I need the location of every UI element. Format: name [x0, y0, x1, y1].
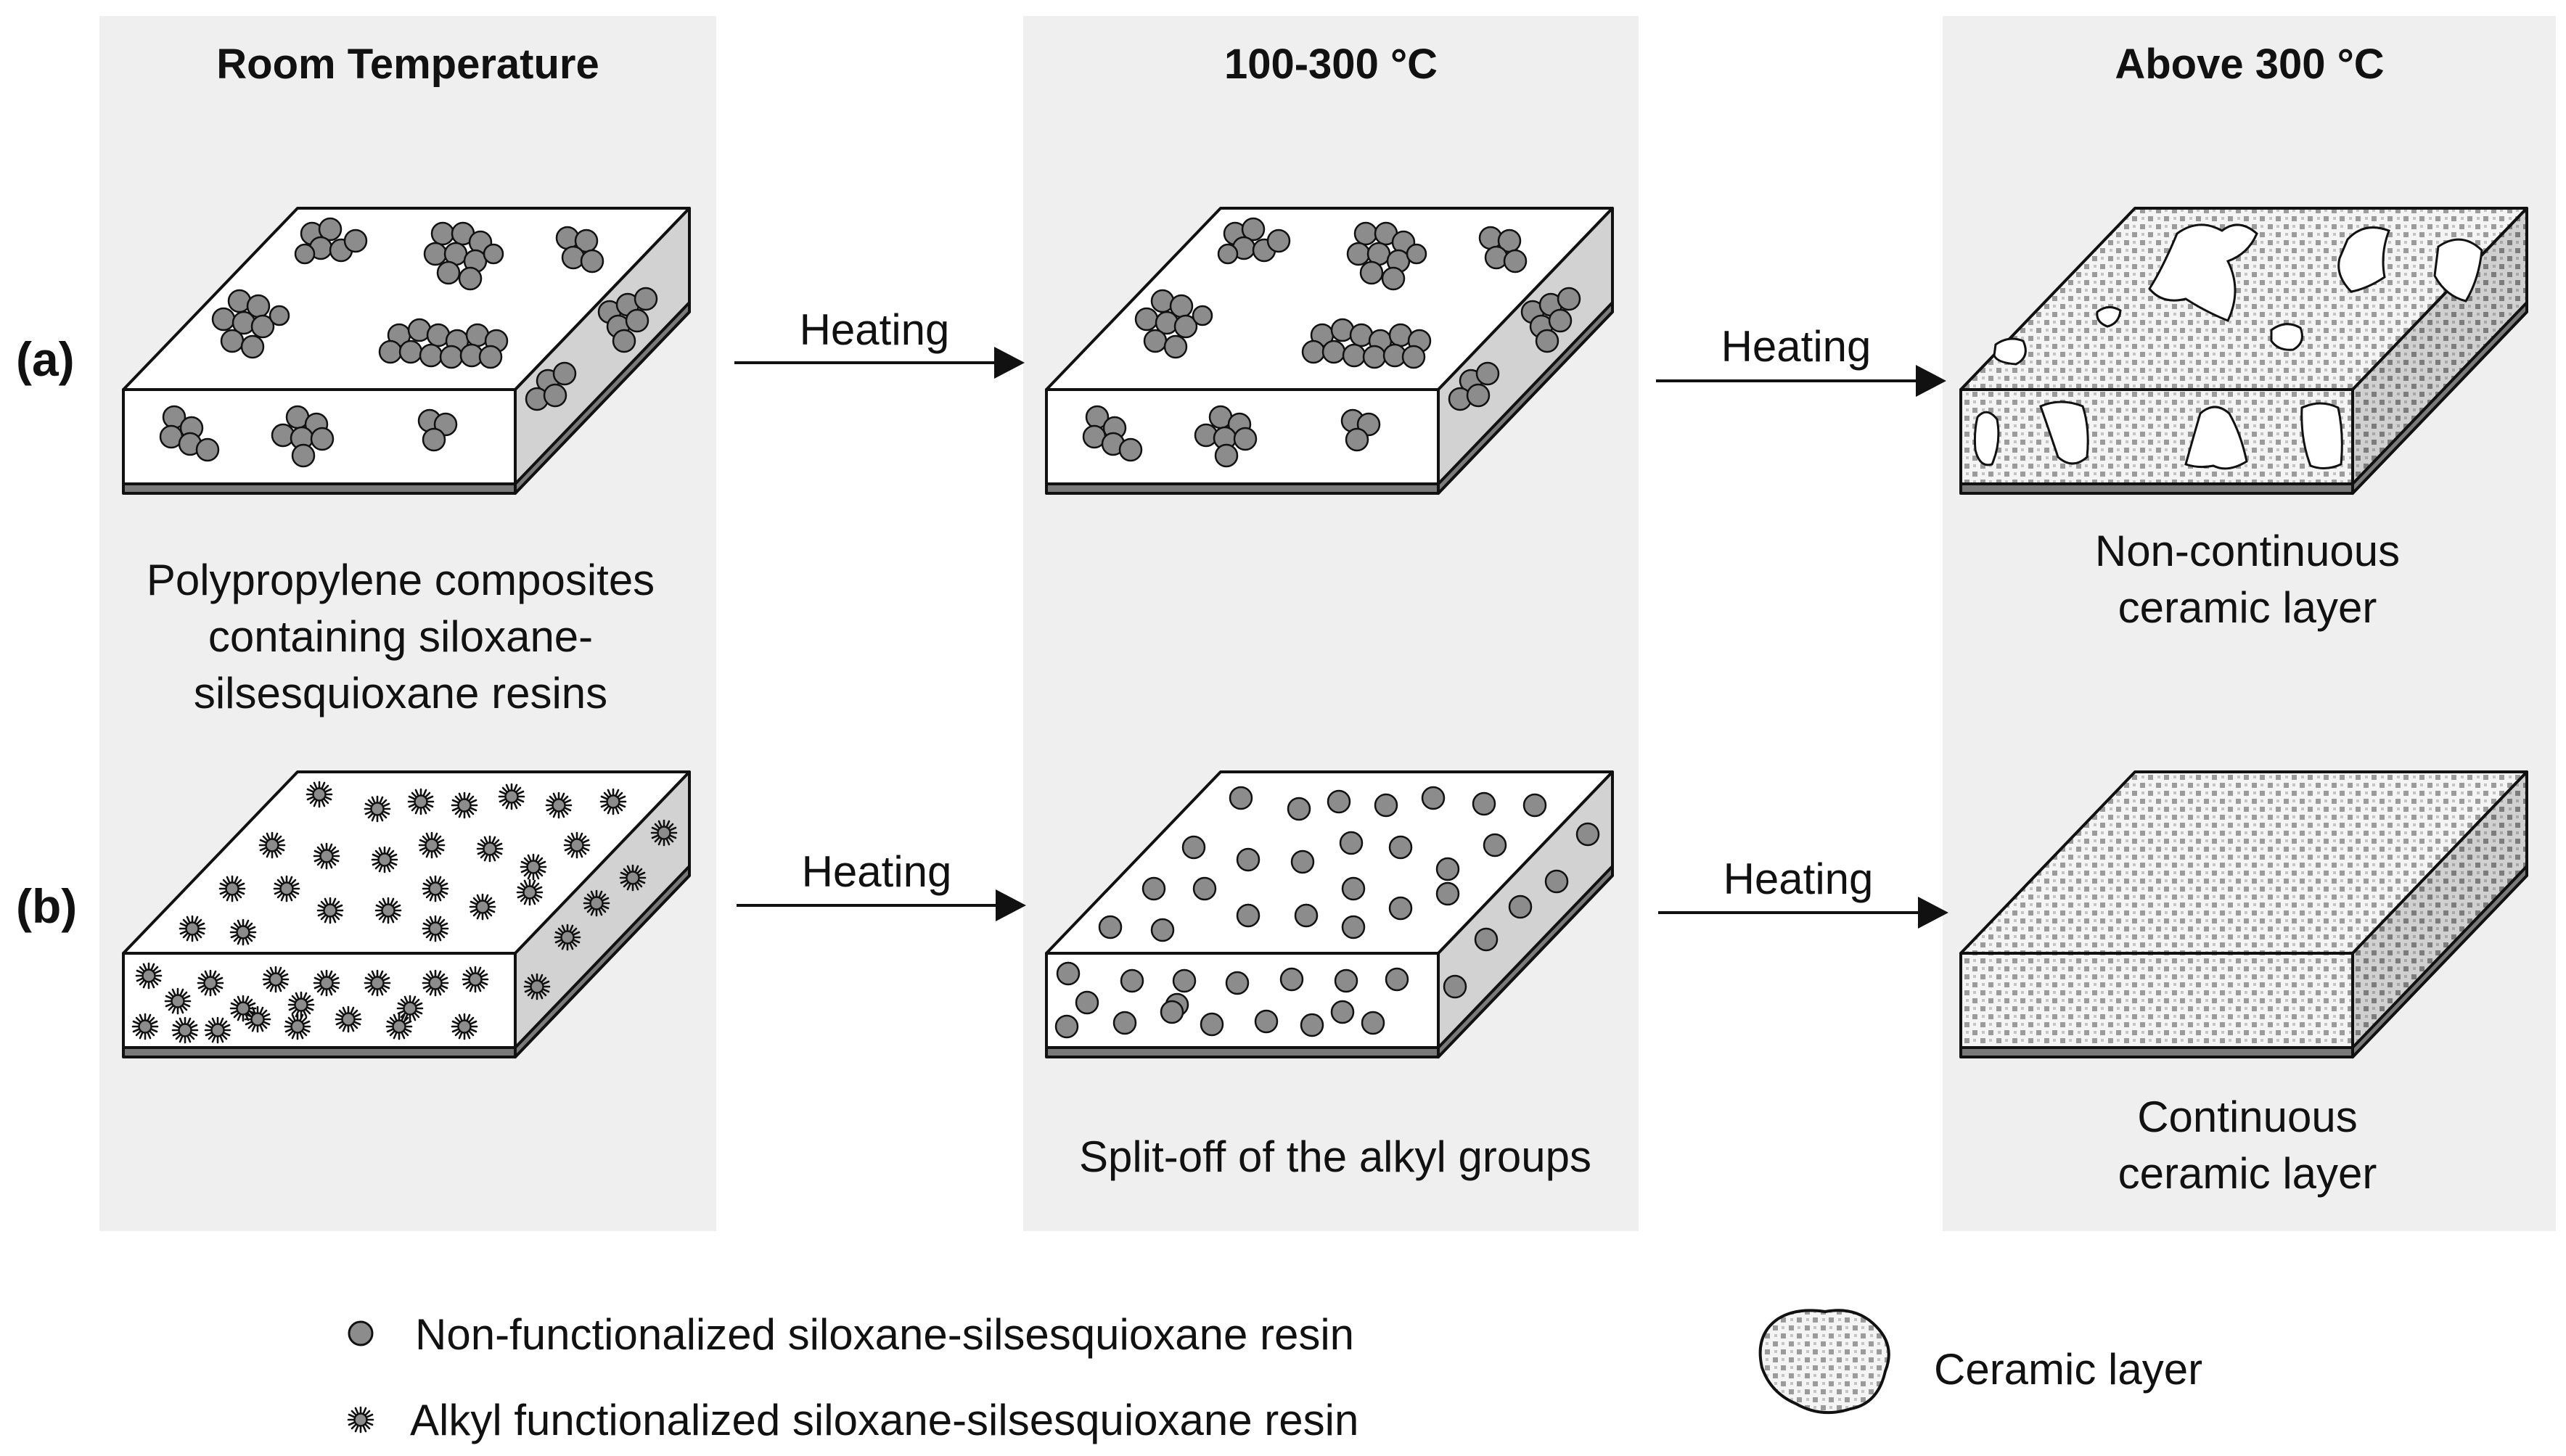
non-functionalized-particles-b: [1054, 786, 1600, 1039]
heating-label-a2: Heating: [1721, 322, 1872, 371]
caption-non-continuous-line1: Non-continuous: [2095, 527, 2400, 575]
non-functionalized-particle-cluster: [378, 318, 509, 369]
column-title-room-temperature: Room Temperature: [216, 41, 599, 88]
ceramic-void: [2148, 223, 2258, 322]
caption-room-temperature-line2: containing siloxane-: [208, 612, 593, 661]
column-title-above-300: Above 300 °C: [2115, 41, 2384, 88]
non-functionalized-particle-cluster: [1301, 318, 1432, 369]
non-functionalized-particle-cluster: [597, 287, 658, 353]
legend-ceramic-icon: [1758, 1309, 1890, 1415]
non-functionalized-particle-cluster: [211, 289, 290, 359]
heating-arrow-a1: [734, 347, 1025, 379]
non-functionalized-particle-cluster: [294, 217, 368, 265]
non-functionalized-particle-cluster: [1478, 226, 1528, 273]
heating-arrow-b2: [1658, 897, 1948, 929]
block-b-above-300: [1959, 770, 2528, 1058]
particles-a-100-300: [1082, 217, 1581, 468]
column-title-100-300: 100-300 °C: [1224, 41, 1438, 88]
non-functionalized-particle-cluster: [417, 408, 458, 452]
caption-split-off: Split-off of the alkyl groups: [1079, 1132, 1591, 1181]
row-label-a: (a): [16, 332, 75, 386]
legend-ceramic-label: Ceramic layer: [1934, 1345, 2202, 1394]
block-a-100-300: [1045, 207, 1614, 495]
non-functionalized-particle-cluster: [555, 226, 604, 273]
heating-label-b1: Heating: [802, 847, 952, 896]
caption-room-temperature-line1: Polypropylene composites: [147, 556, 655, 604]
caption-continuous-line1: Continuous: [2137, 1093, 2358, 1141]
non-functionalized-particle-cluster: [1217, 217, 1291, 265]
non-functionalized-particle-cluster: [1082, 405, 1143, 462]
ceramic-void: [2337, 226, 2390, 293]
ceramic-void: [2433, 238, 2483, 303]
block-b-100-300: [1045, 770, 1614, 1058]
heating-label-b2: Heating: [1723, 855, 1874, 903]
heating-arrow-b1: [737, 889, 1026, 921]
non-functionalized-particle-cluster: [1520, 287, 1581, 353]
ceramic-void: [2184, 406, 2248, 470]
caption-continuous-line2: ceramic layer: [2118, 1149, 2377, 1198]
non-functionalized-particle-cluster: [271, 405, 335, 468]
non-functionalized-particle-cluster: [1134, 289, 1213, 359]
non-functionalized-particle-cluster: [1194, 405, 1258, 468]
ceramic-void: [1973, 411, 2000, 466]
non-functionalized-particle-cluster: [1346, 221, 1427, 291]
heating-label-a1: Heating: [800, 305, 950, 354]
legend-alkyl-functionalized-icon: [347, 1406, 374, 1434]
legend-non-functionalized-icon: [348, 1320, 374, 1346]
ceramic-void: [2039, 400, 2089, 465]
non-functionalized-particle-cluster: [1340, 408, 1381, 452]
ceramic-void: [2270, 323, 2303, 351]
non-functionalized-particle-cluster: [525, 361, 577, 411]
non-functionalized-particle-cluster: [1448, 361, 1500, 411]
caption-non-continuous-line2: ceramic layer: [2118, 583, 2377, 632]
ceramic-void: [2300, 402, 2343, 469]
non-functionalized-particle-cluster: [159, 405, 220, 462]
particles-a-room-temperature: [159, 217, 658, 468]
legend-non-functionalized-label: Non-functionalized siloxane-silsesquioxa…: [415, 1310, 1354, 1359]
heating-arrow-a2: [1656, 365, 1946, 397]
ceramic-voids: [1973, 223, 2483, 470]
block-b-room-temperature: [122, 770, 691, 1058]
block-a-above-300: [1959, 207, 2528, 495]
row-label-b: (b): [16, 879, 77, 933]
ceramic-void: [1993, 337, 2027, 366]
caption-room-temperature-line3: silsesquioxane resins: [194, 669, 607, 717]
block-a-room-temperature: [122, 207, 691, 495]
non-functionalized-particle-cluster: [423, 221, 504, 291]
ceramic-void: [2096, 306, 2122, 328]
legend-alkyl-functionalized-label: Alkyl functionalized siloxane-silsesquio…: [410, 1396, 1358, 1444]
